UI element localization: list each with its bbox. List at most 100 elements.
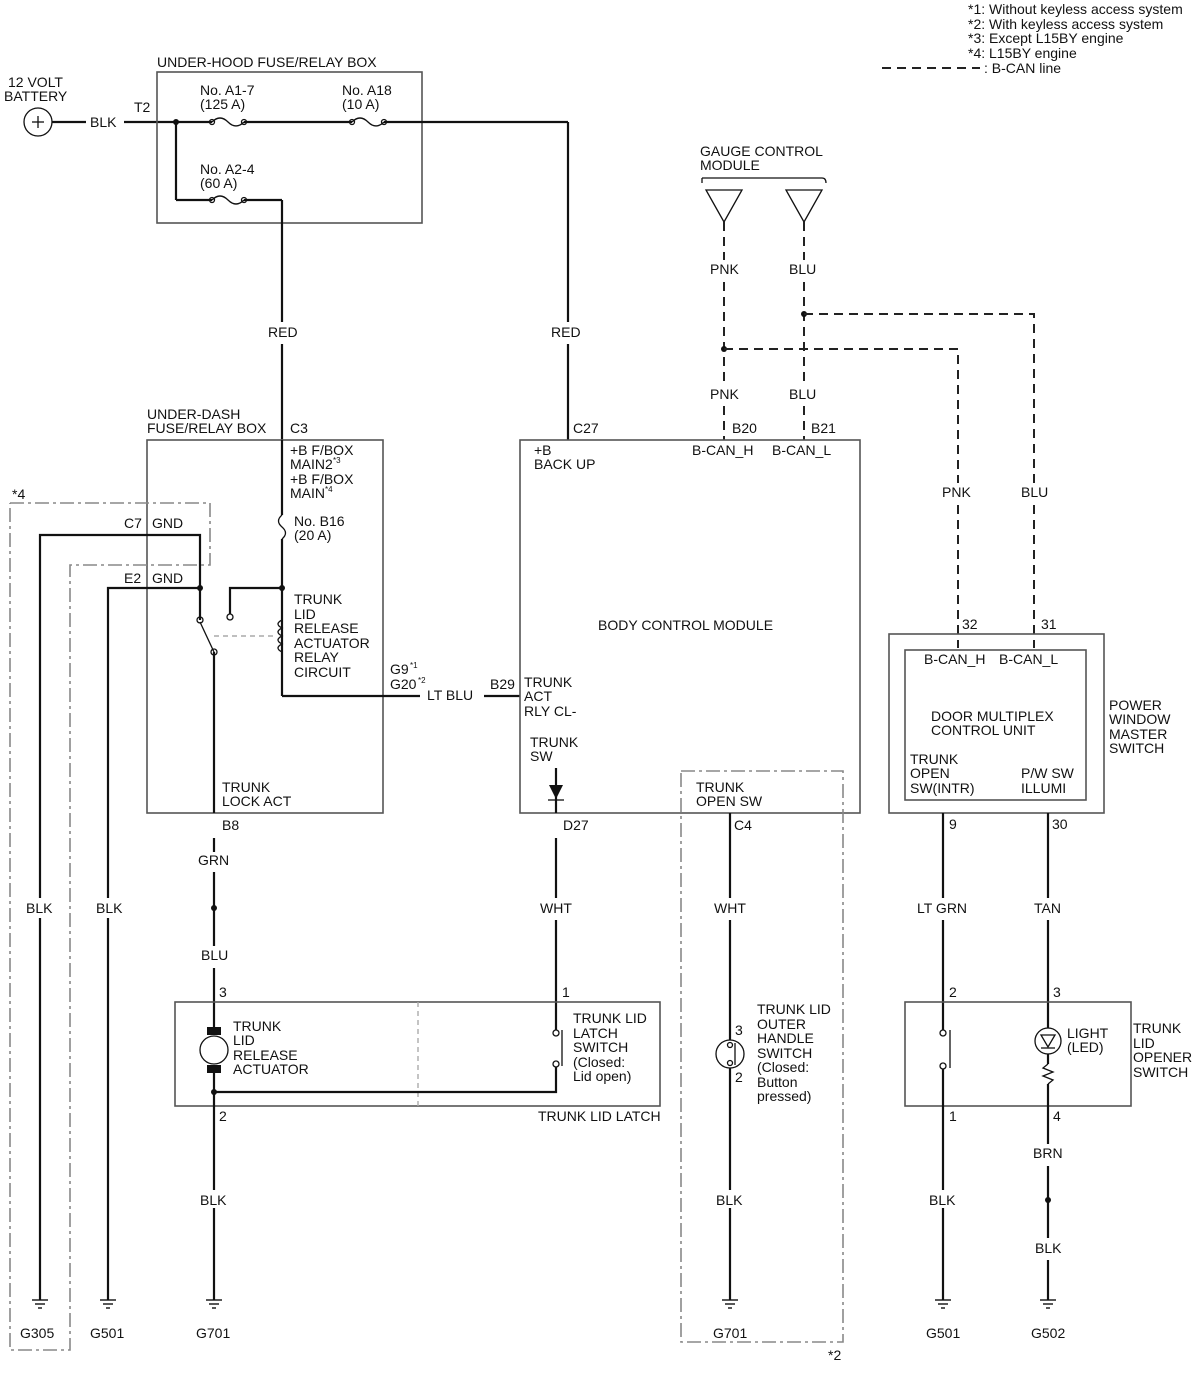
wire-lt-blu: LT BLU: [427, 687, 473, 703]
ground-g701-left: G701: [196, 1325, 230, 1341]
underdash-title-2: FUSE/RELAY BOX: [147, 420, 267, 436]
pwms-title-2: WINDOW: [1109, 711, 1171, 727]
open-sw-label-1: TRUNK: [696, 779, 745, 795]
gnd-label-c7: GND: [152, 515, 183, 531]
note-ref-4: *4: [325, 485, 333, 494]
opener-pin-2: 2: [949, 984, 957, 1000]
relay-switch-icon: [199, 621, 215, 653]
pwms-title-4: SWITCH: [1109, 740, 1164, 756]
opener-title-1: TRUNK: [1133, 1020, 1182, 1036]
wire-brn: BRN: [1033, 1145, 1063, 1161]
battery-wire-color: BLK: [90, 114, 117, 130]
illumi-label-1: P/W SW: [1021, 765, 1075, 781]
outer-pin-2: 2: [735, 1069, 743, 1085]
connector-g20: G20: [390, 676, 417, 692]
wire-wht-outer: WHT: [714, 900, 746, 916]
outer-label-1: TRUNK LID: [757, 1001, 831, 1017]
battery: 12 VOLT BATTERY BLK T2: [4, 74, 176, 137]
main-label-b: MAIN: [290, 485, 325, 501]
open-intr-label-3: SW(INTR): [910, 780, 975, 796]
relay-label-4: ACTUATOR: [294, 635, 370, 651]
backup-label-1: +B: [534, 442, 552, 458]
legend-note-2: *2: With keyless access system: [968, 16, 1163, 32]
latch-sw-label-1: TRUNK LID: [573, 1010, 647, 1026]
fuse-a18-label: No. A18: [342, 82, 392, 98]
connector-b21: B21: [811, 420, 836, 436]
led-icon: [1034, 1027, 1062, 1055]
trunk-sw-label-2: SW: [530, 748, 553, 764]
wire-blu-actuator: BLU: [201, 947, 228, 963]
actuator-label-1: TRUNK: [233, 1018, 282, 1034]
ground-g501-right: G501: [926, 1325, 960, 1341]
underhood-fuse-box: UNDER-HOOD FUSE/RELAY BOX No. A1-7 (125 …: [156, 54, 568, 224]
bcm-title: BODY CONTROL MODULE: [598, 617, 773, 633]
outer-label-4: SWITCH: [757, 1045, 812, 1061]
act-label-1: TRUNK: [524, 674, 573, 690]
act-label-2: ACT: [524, 688, 552, 704]
connector-c3: C3: [290, 420, 308, 436]
fuse-a2-4-label: No. A2-4: [200, 161, 255, 177]
resistor-icon: [1041, 1063, 1055, 1085]
open-intr-label-2: OPEN: [910, 765, 950, 781]
ground-g501-left: G501: [90, 1325, 124, 1341]
wire-blu-3: BLU: [1021, 484, 1048, 500]
pin-9: 9: [949, 816, 957, 832]
wire-blk-g701b: BLK: [716, 1192, 743, 1208]
pin-31: 31: [1041, 616, 1057, 632]
motor-icon: [199, 1035, 229, 1065]
fuse-icon: [277, 514, 287, 540]
relay-label-6: CIRCUIT: [294, 664, 351, 680]
bcm-can-h: B-CAN_H: [692, 442, 753, 458]
fuse-a1-7-rating: (125 A): [200, 96, 245, 112]
door-mux-label-1: DOOR MULTIPLEX: [931, 708, 1054, 724]
opener-pin-3: 3: [1053, 984, 1061, 1000]
connector-b20: B20: [732, 420, 757, 436]
latch-title: TRUNK LID LATCH: [538, 1108, 661, 1124]
latch-pin-1: 1: [562, 984, 570, 1000]
relay-label-2: LID: [294, 606, 316, 622]
pwms-title-1: POWER: [1109, 697, 1162, 713]
opener-pin-4: 4: [1053, 1108, 1061, 1124]
pwms-can-h: B-CAN_H: [924, 651, 985, 667]
fuse-icon: [211, 117, 245, 127]
note-ref-3: *3: [333, 456, 341, 465]
lock-act-label-2: LOCK ACT: [222, 793, 292, 809]
battery-label-2: BATTERY: [4, 88, 68, 104]
legend-note-3: *3: Except L15BY engine: [968, 30, 1124, 46]
underdash-title-1: UNDER-DASH: [147, 406, 240, 422]
fuse-b16-rating: (20 A): [294, 527, 331, 543]
open-intr-label-1: TRUNK: [910, 751, 959, 767]
wire-wht-latch: WHT: [540, 900, 572, 916]
note-2-label: *2: [828, 1347, 841, 1363]
ground-icon: [100, 1299, 116, 1309]
relay-label-3: RELEASE: [294, 620, 359, 636]
gauge-control-module: GAUGE CONTROL MODULE: [700, 143, 827, 224]
main2-label-b: MAIN2: [290, 456, 333, 472]
connector-c4: C4: [734, 817, 752, 833]
outer-pin-3: 3: [735, 1022, 743, 1038]
relay-label-5: RELAY: [294, 649, 340, 665]
latch-sw-label-5: Lid open): [573, 1068, 631, 1084]
connector-e2: E2: [124, 570, 141, 586]
diode-icon: [549, 785, 563, 799]
pwms-title-3: MASTER: [1109, 726, 1167, 742]
opener-pin-1: 1: [949, 1108, 957, 1124]
latch-pin-2: 2: [219, 1108, 227, 1124]
actuator-label-4: ACTUATOR: [233, 1061, 309, 1077]
wire-lt-grn: LT GRN: [917, 900, 967, 916]
connector-pnk-icon: [704, 189, 744, 224]
wire-blk-g501a-label: BLK: [96, 900, 123, 916]
opener-title-2: LID: [1133, 1035, 1155, 1051]
latch-pin-3: 3: [219, 984, 227, 1000]
ground-icon: [206, 1299, 222, 1309]
legend-note-1: *1: Without keyless access system: [968, 1, 1183, 17]
relay-coil-icon: [277, 619, 284, 653]
ground-g502: G502: [1031, 1325, 1065, 1341]
connector-b8: B8: [222, 817, 239, 833]
trunk-lid-opener-switch: TRUNK LID OPENER SWITCH 2 3 1 4 LIGHT (L…: [904, 984, 1192, 1300]
open-sw-label-2: OPEN SW: [696, 793, 763, 809]
battery-label-1: 12 VOLT: [8, 74, 63, 90]
wire-blk-g305-label: BLK: [26, 900, 53, 916]
trunk-lid-latch: TRUNK LID LATCH 3 1 2 TRUNK LID RELEASE …: [174, 984, 661, 1300]
engine-option-region: *4: [9, 486, 211, 1351]
